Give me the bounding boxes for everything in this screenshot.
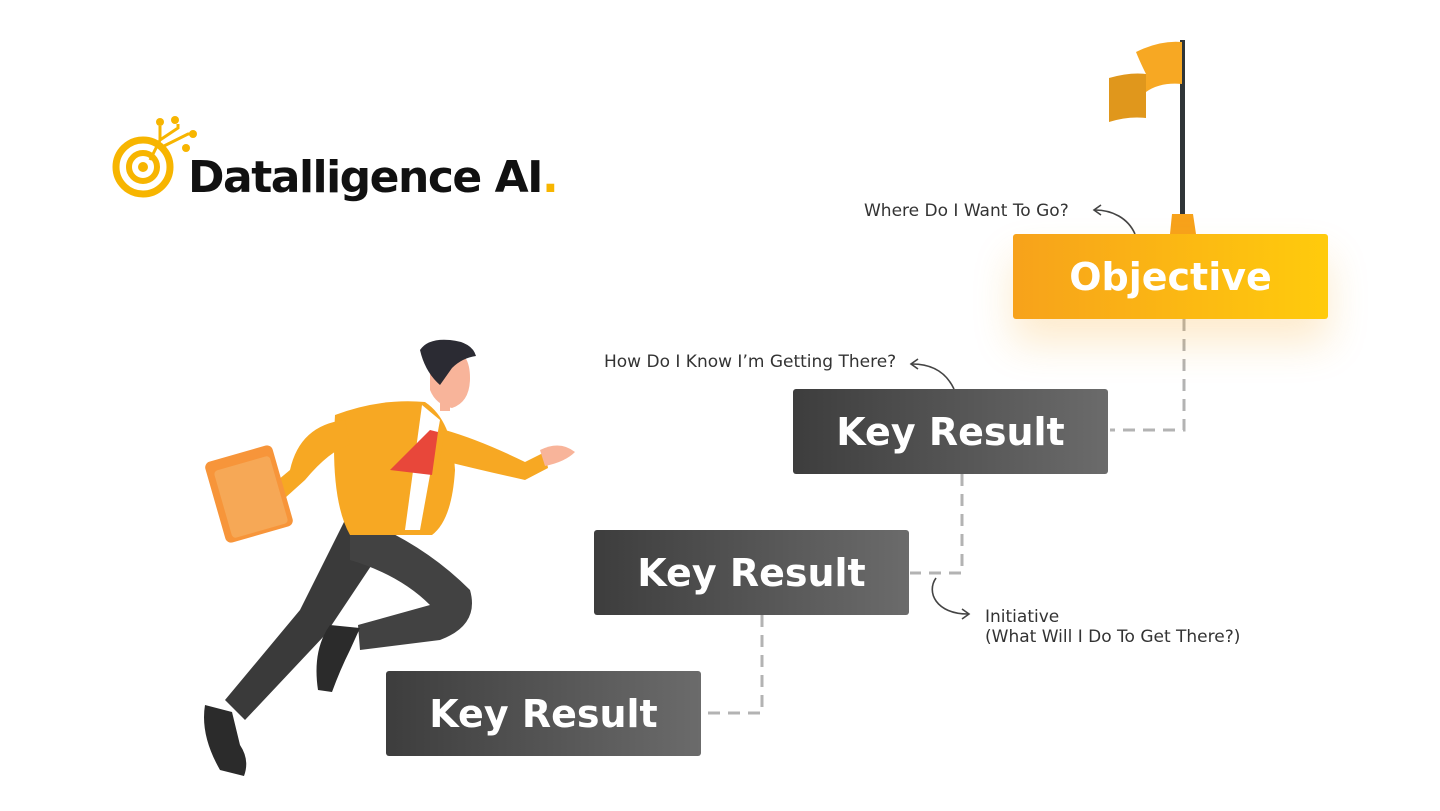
key-result-box-1: Key Result	[793, 389, 1108, 474]
objective-caption: Where Do I Want To Go?	[864, 201, 1069, 221]
dashed-connectors	[702, 319, 1186, 715]
objective-box: Objective	[1013, 234, 1328, 319]
caption-arrows	[909, 204, 1136, 620]
key-result-box-3: Key Result	[386, 671, 701, 756]
logo-dot: .	[542, 152, 559, 203]
initiative-description: (What Will I Do To Get There?)	[985, 627, 1241, 647]
connector-kr1-kr2	[910, 474, 964, 575]
initiative-title: Initiative	[985, 607, 1060, 627]
target-logo-icon	[112, 116, 197, 198]
connector-objective-kr1	[1110, 319, 1186, 432]
arrow-initiative	[931, 577, 969, 615]
key-result-box-2: Key Result	[594, 530, 909, 615]
connector-kr2-kr3	[702, 615, 764, 715]
logo-wordmark: Datalligence AI.	[188, 152, 559, 204]
running-businessman-illustration	[204, 339, 575, 776]
goal-flag-icon	[1109, 40, 1196, 234]
arrow-kr-caption	[911, 363, 955, 390]
arrow-objective-caption	[1094, 209, 1136, 235]
logo-name: Datalligence AI	[188, 152, 544, 203]
key-result-caption: How Do I Know I’m Getting There?	[604, 352, 897, 372]
initiative-caption: Initiative (What Will I Do To Get There?…	[985, 607, 1240, 647]
